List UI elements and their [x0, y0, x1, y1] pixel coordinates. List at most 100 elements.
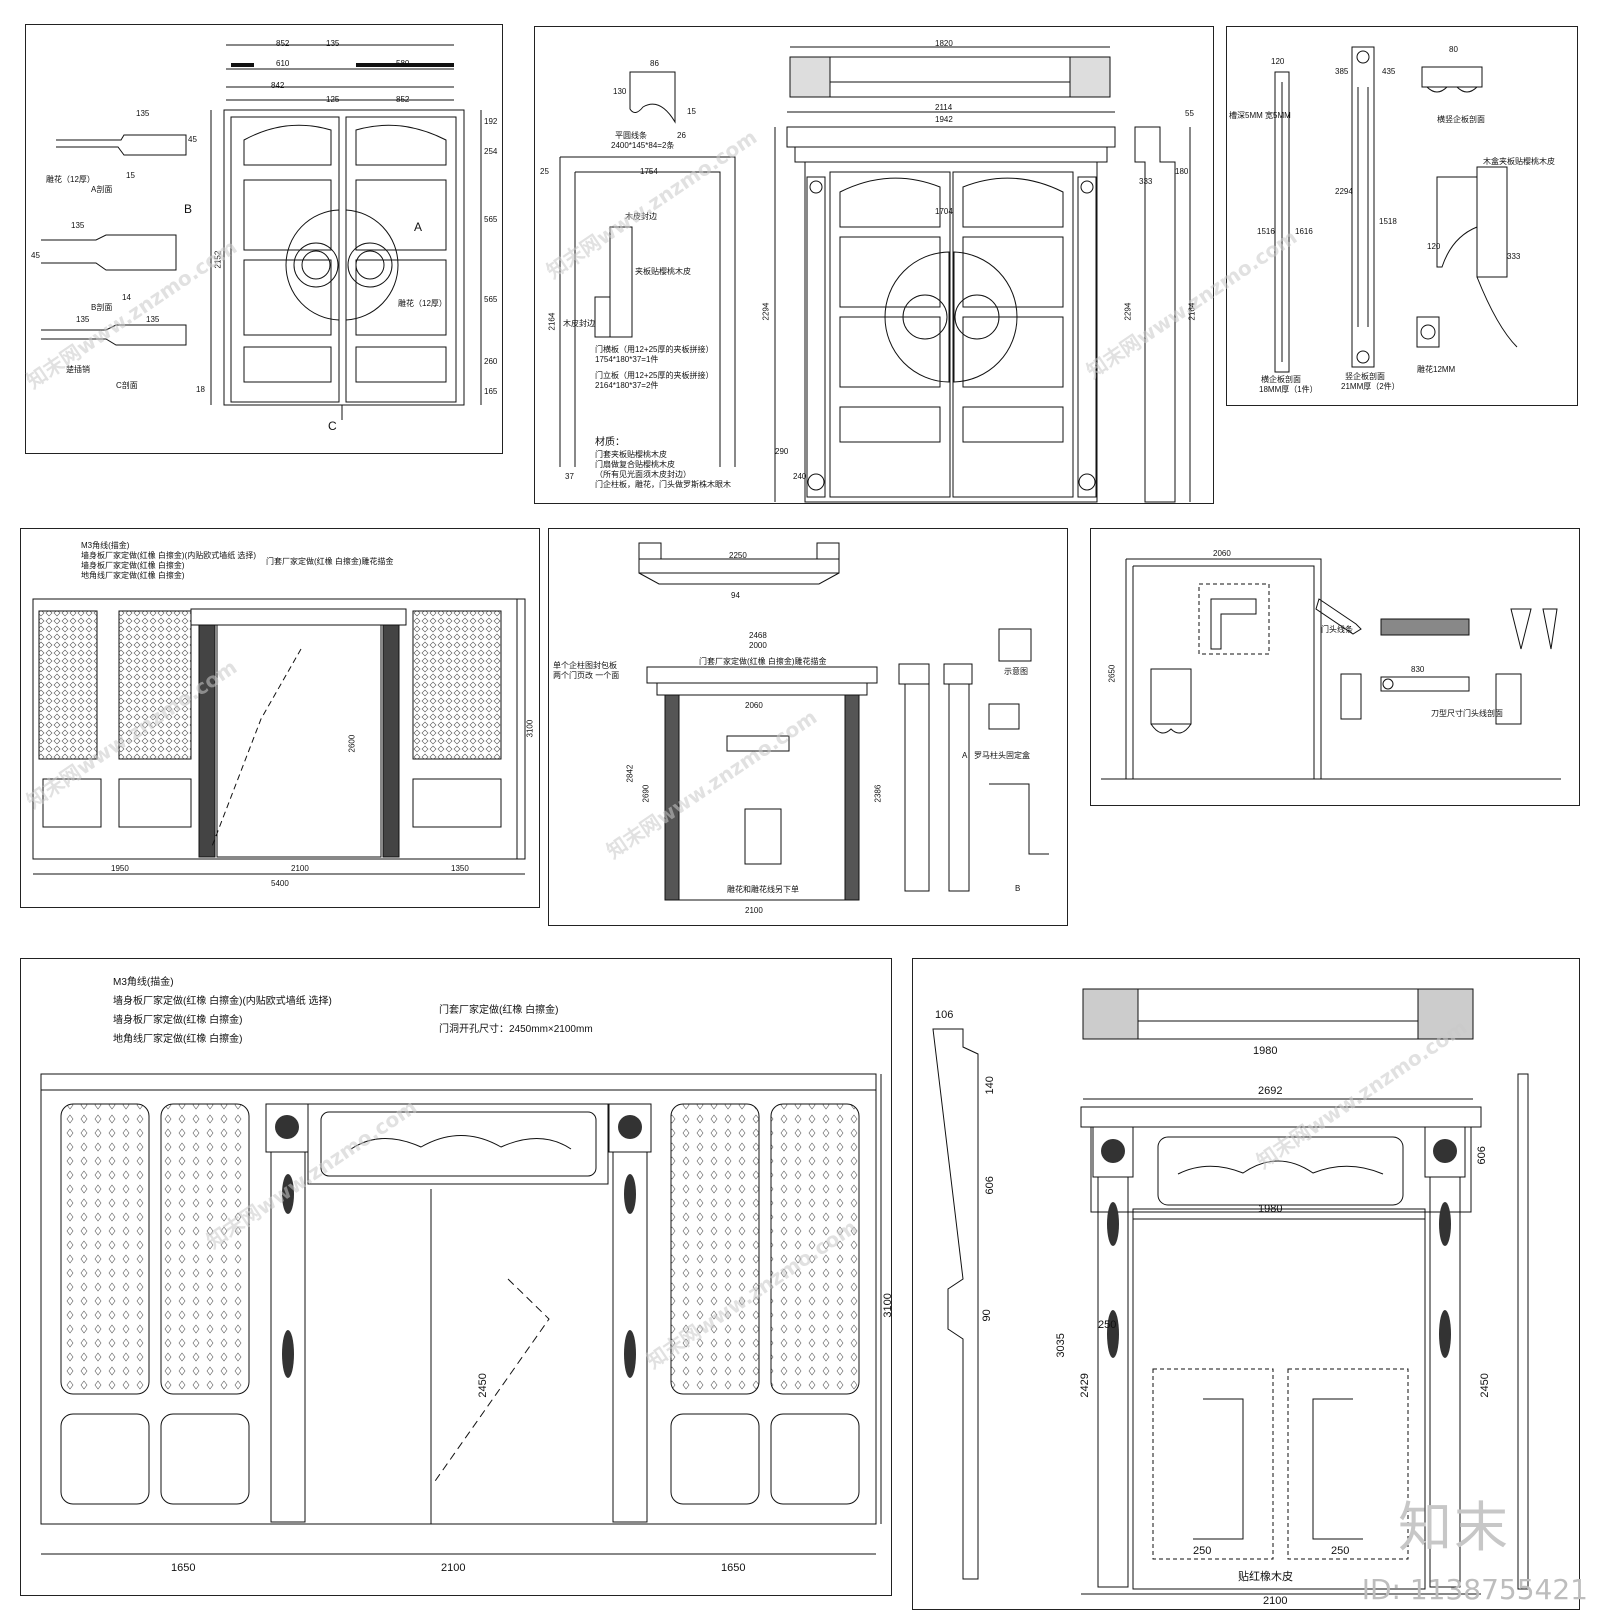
panel-notes: 门横板（用12+25厚的夹板拼接） 1754*180*37=1件 门立板（用12… — [595, 345, 713, 391]
material-line-2: 门扇做复合贴樱桃木皮 — [595, 459, 675, 469]
dim-3100-large: 3100 — [881, 1293, 892, 1318]
dim-192: 192 — [484, 117, 498, 126]
panel-sections-drawing — [1274, 46, 1518, 373]
image-id-text: ID: 1138755421 — [1361, 1573, 1588, 1606]
wall-elevation-small-drawing — [32, 598, 526, 875]
dim-3100: 3100 — [525, 719, 535, 738]
v-panel-label: 竖企板剖面 — [1345, 372, 1385, 381]
dim-2100-casing-large: 2100 — [1263, 1595, 1288, 1607]
dim-135-top: 135 — [326, 39, 340, 48]
v-panel-spec: 21MM厚（2件） — [1341, 382, 1400, 391]
material-line-1: 门套夹板贴樱桃木皮 — [595, 449, 667, 459]
dim-2100: 2100 — [291, 864, 309, 873]
drawing-sheet-frame-profiles: 2060 2650 830 门头线条 刀型尺寸门头线剖面 — [1090, 528, 1580, 806]
marker-a-casing: A — [962, 751, 968, 760]
dim-2294-right: 2294 — [1123, 302, 1133, 321]
door-large-note-1: 门套厂家定做(红橡 白擦金) — [439, 1005, 559, 1016]
marker-a: A — [414, 220, 423, 234]
section-c-part: 楚插销 — [66, 365, 90, 374]
door-frame-drawing — [559, 46, 1191, 503]
dim-842: 842 — [271, 81, 285, 90]
wall-note-3: 墙身板厂家定做(红橡 白擦金) — [81, 561, 185, 570]
dim-1650-left: 1650 — [171, 1562, 196, 1574]
dim-2600: 2600 — [347, 734, 357, 753]
dim-15: 15 — [687, 107, 696, 116]
section-b-title: B剖面 — [91, 303, 113, 312]
frame-profiles-drawing — [1101, 558, 1561, 780]
section-a-carve: 雕花（12厚） — [46, 175, 95, 184]
dim-2842: 2842 — [625, 764, 635, 783]
dim-606-right: 606 — [1475, 1146, 1488, 1165]
dim-125: 125 — [326, 95, 340, 104]
door-note-casing: 门套厂家定做(红橡 白擦金)雕花描金 — [699, 657, 827, 666]
label-veneer: 夹板贴樱桃木皮 — [635, 267, 691, 276]
dim-333-s3: 120 — [1427, 242, 1441, 251]
dim-2692: 2692 — [1258, 1085, 1283, 1097]
section-c-dim-135-a: 135 — [76, 315, 90, 324]
dim-1754: 1754 — [640, 167, 658, 176]
door-casing-drawing — [638, 542, 1049, 901]
marker-b-casing: B — [1015, 884, 1021, 893]
wall-elevation-large-drawing — [40, 1073, 882, 1555]
section-a-dim-45: 45 — [188, 135, 197, 144]
dim-1942: 1942 — [935, 115, 953, 124]
single-note-1: 单个企柱图封包板 — [553, 661, 617, 670]
dim-1820: 1820 — [935, 39, 953, 48]
dim-250-profile-right: 250 — [1331, 1545, 1350, 1557]
dim-1980-top: 1980 — [1253, 1045, 1278, 1057]
marker-c: C — [328, 419, 337, 433]
section-b-dim-45: 45 — [31, 251, 40, 260]
dim-2060-frame: 2060 — [1213, 549, 1231, 558]
dim-260: 260 — [484, 357, 498, 366]
dim-26: 26 — [677, 131, 686, 140]
dim-250: 250 — [1098, 1319, 1117, 1331]
dim-580: 580 — [396, 59, 410, 68]
wood-box-label: 木盒夹板贴樱桃木皮 — [1483, 157, 1555, 166]
section-c-dim-135-b: 135 — [146, 315, 160, 324]
dim-25: 25 — [540, 167, 549, 176]
dim-3035: 3035 — [1054, 1333, 1067, 1358]
dim-2468: 2468 — [749, 631, 767, 640]
section-a-title: A剖面 — [91, 185, 113, 194]
dim-5400: 5400 — [271, 879, 289, 888]
marker-b: B — [184, 202, 193, 216]
dim-2650: 2650 — [1107, 664, 1117, 683]
dim-55: 55 — [1185, 109, 1194, 118]
dim-2429: 2429 — [1078, 1373, 1091, 1398]
door-large-note-2: 门洞开孔尺寸：2450mm×2100mm — [439, 1024, 593, 1035]
dim-2690: 2690 — [641, 784, 651, 803]
dim-852-top: 852 — [276, 39, 290, 48]
dim-1516: 1516 — [1257, 227, 1275, 236]
dim-1812: 94 — [731, 591, 740, 600]
dim-254: 254 — [484, 147, 498, 156]
section-b-dim-14: 14 — [122, 293, 131, 302]
dim-385: 385 — [1335, 67, 1349, 76]
dim-1616: 1616 — [1295, 227, 1313, 236]
section-c-title: C剖面 — [116, 381, 138, 390]
label-wood-edge-2: 木皮封边 — [563, 319, 595, 328]
dim-1350: 1350 — [451, 864, 469, 873]
panel-note-2: 1754*180*37=1件 — [595, 355, 659, 364]
knife-label: 刀型尺寸门头线剖面 — [1431, 709, 1503, 718]
dim-2100-large: 2100 — [441, 1562, 466, 1574]
dim-2450-casing: 2450 — [1478, 1373, 1491, 1398]
dim-565-a: 565 — [484, 215, 498, 224]
molding-title: 平圆线条 — [615, 131, 647, 140]
drawing-sheet-door-frame-elevation: 86 130 15 26 平圆线条 2400*145*84=2条 1754 25… — [534, 26, 1214, 504]
dim-37: 37 — [565, 472, 574, 481]
drawing-sheet-door-elevation-sections: 852 135 610 580 842 125 852 2152 192 254… — [25, 24, 503, 454]
dim-333: 333 — [1139, 177, 1153, 186]
door-note-small: 门套厂家定做(红橡 白擦金)雕花描金 — [266, 557, 394, 566]
drawing-sheet-wall-elevation-large: M3角线(描金) 墙身板厂家定做(红橡 白擦金)(内贴欧式墙纸 选择) 墙身板厂… — [20, 958, 892, 1596]
molding-spec: 2400*145*84=2条 — [611, 141, 675, 150]
drawing-sheet-wall-elevation-small: M3角线(描金) 墙身板厂家定做(红橡 白擦金)(内贴欧式墙纸 选择) 墙身板厂… — [20, 528, 540, 908]
h-panel-label: 横企板剖面 — [1261, 375, 1301, 384]
wall-large-note-4: 地角线厂家定做(红橡 白擦金) — [113, 1034, 243, 1045]
door-notes-large: 门套厂家定做(红橡 白擦金) 门洞开孔尺寸：2450mm×2100mm — [439, 1001, 593, 1039]
drawing-sheet-panel-sections: 120 385 435 槽深5MM 宽5MM 1516 1616 2294 15… — [1226, 26, 1578, 406]
panel-note-3: 门立板（用12+25厚的夹板拼接） — [595, 371, 714, 380]
dim-140: 140 — [983, 1076, 996, 1095]
dim-2100-casing: 2100 — [745, 906, 763, 915]
dim-90: 90 — [980, 1309, 993, 1322]
dim-2294-left: 2294 — [761, 302, 771, 321]
